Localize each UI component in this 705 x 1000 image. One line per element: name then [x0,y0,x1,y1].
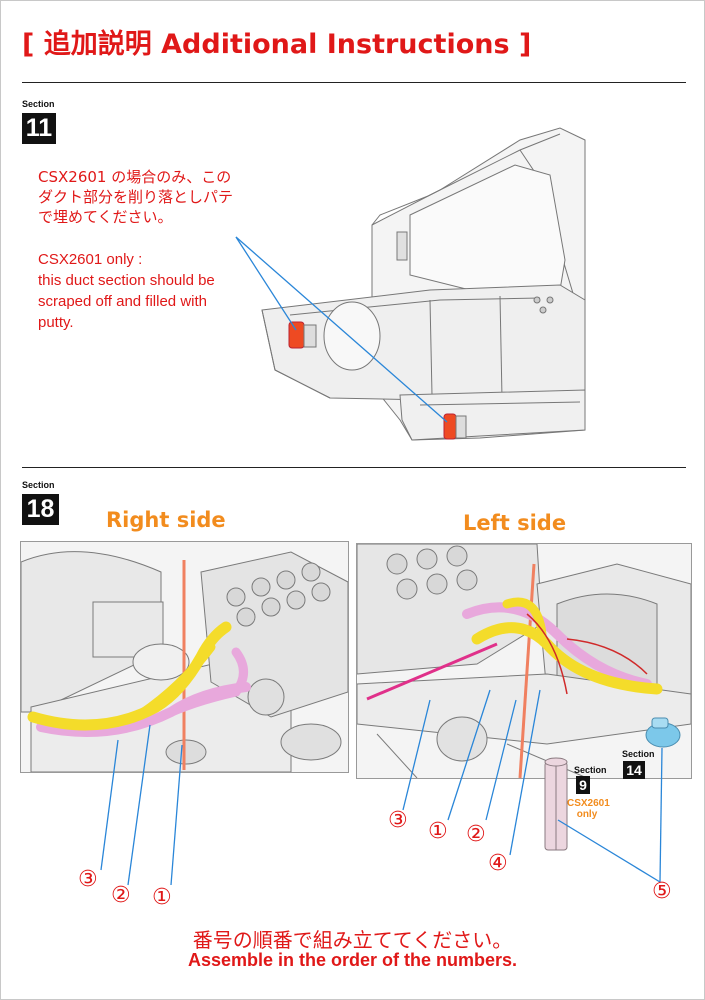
leader-left-5a [557,819,661,883]
divider-middle [22,467,686,468]
footer-instruction-en: Assemble in the order of the numbers. [187,950,518,970]
leader-left-5b [659,747,663,883]
section-9-caption: Section [574,765,607,775]
csx-only-line-1: CSX2601 [567,798,610,809]
footer-instruction-jp: 番号の順番で組み立ててください。 [192,928,513,952]
left-side-engine-illustration [357,544,691,778]
note-jp-line-1: CSX2601 の場合のみ、この [38,168,232,186]
right-side-engine-illustration [21,542,348,772]
section-11-badge: 11 [22,113,56,144]
note-en-line-1: CSX2601 only : [38,251,143,268]
filter-canister-part [544,757,568,851]
divider-top [22,82,686,83]
csx-only-line-2: only [576,809,598,820]
left-side-label: Left side [463,511,567,535]
tank-part [645,717,681,748]
number-right-3: ③ [78,867,98,892]
leader-left-1 [447,689,491,821]
csx-only-note: CSX2601 only [567,798,610,820]
leader-line-lower [235,236,448,423]
leader-right-2 [127,724,151,886]
number-left-3: ③ [388,808,408,833]
pipe-pink-left [462,602,652,689]
number-right-1: ① [152,885,172,910]
right-side-label: Right side [106,508,226,532]
note-jp-line-3: で埋めてください。 [38,208,173,226]
leader-right-1 [170,744,183,886]
section-11-note-jp: CSX2601 の場合のみ、この ダクト部分を削り落としパテ で埋めてください。 [38,167,233,227]
leader-right-3 [100,739,119,871]
number-left-5: ⑤ [652,879,672,904]
left-center-guide [518,563,536,778]
section-14-badge: 14 [623,761,645,779]
section-18-caption: Section [22,480,55,490]
section-14-caption: Section [622,749,655,759]
note-en-line-4: putty. [38,314,74,331]
section-11-caption: Section [22,99,55,109]
right-side-panel [20,541,349,773]
number-left-2: ② [466,822,486,847]
leader-line-upper [235,236,297,331]
leader-left-4 [509,689,541,856]
page-title: [ 追加説明 Additional Instructions ] [22,29,532,60]
section-11-note-en: CSX2601 only : this duct section should … [38,249,215,333]
leader-left-3 [402,699,431,811]
section-18-badge: 18 [22,494,59,525]
number-left-4: ④ [488,851,508,876]
leader-left-2 [485,699,517,821]
pipe-yellow-left [471,622,663,695]
section-9-badge: 9 [576,776,590,794]
note-jp-line-2: ダクト部分を削り落としパテ [38,188,234,206]
number-left-1: ① [428,819,448,844]
note-en-line-3: scraped off and filled with [38,293,207,310]
note-en-line-2: this duct section should be [38,272,215,289]
number-right-2: ② [111,883,131,908]
left-side-panel [356,543,692,779]
